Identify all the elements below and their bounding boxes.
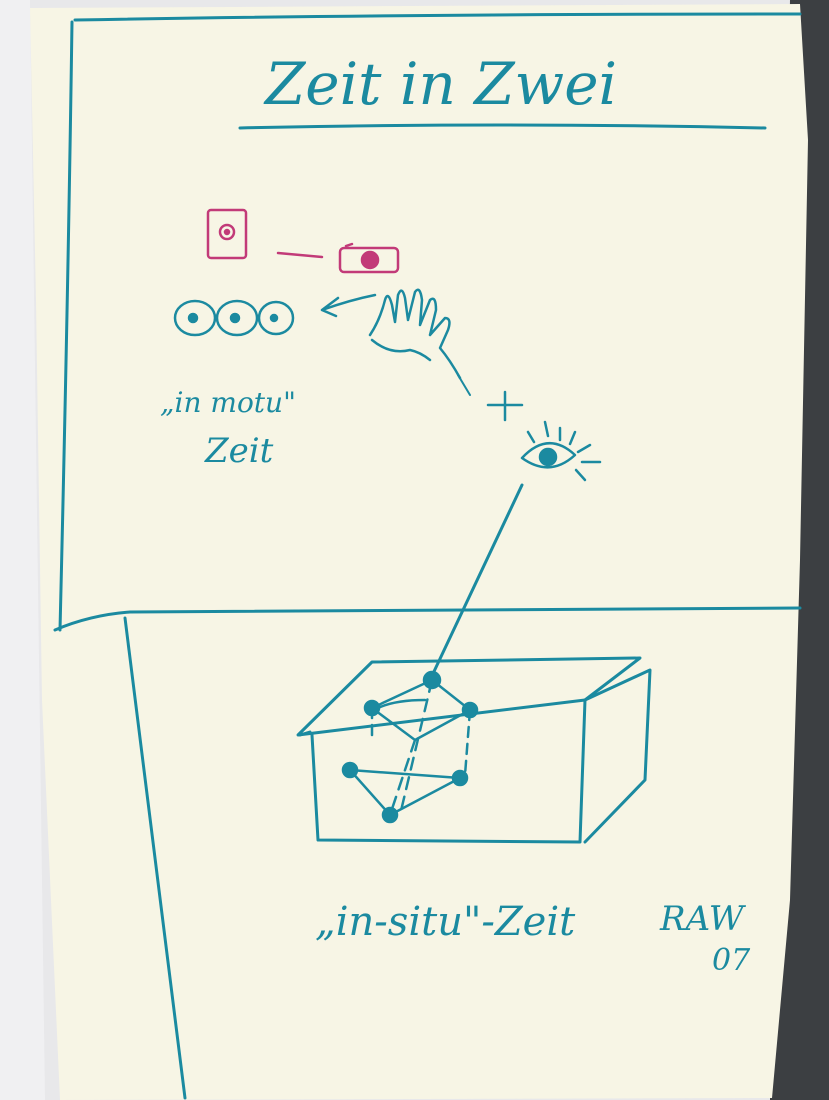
in-situ-label: „in-situ"-Zeit [315, 899, 576, 945]
zeit-label: Zeit [204, 431, 274, 471]
in-motu-label: „in motu" [160, 386, 296, 419]
sketch-title: Zeit in Zwei [263, 50, 617, 118]
signature: RAW [659, 899, 747, 939]
signature-year: 07 [712, 943, 751, 978]
